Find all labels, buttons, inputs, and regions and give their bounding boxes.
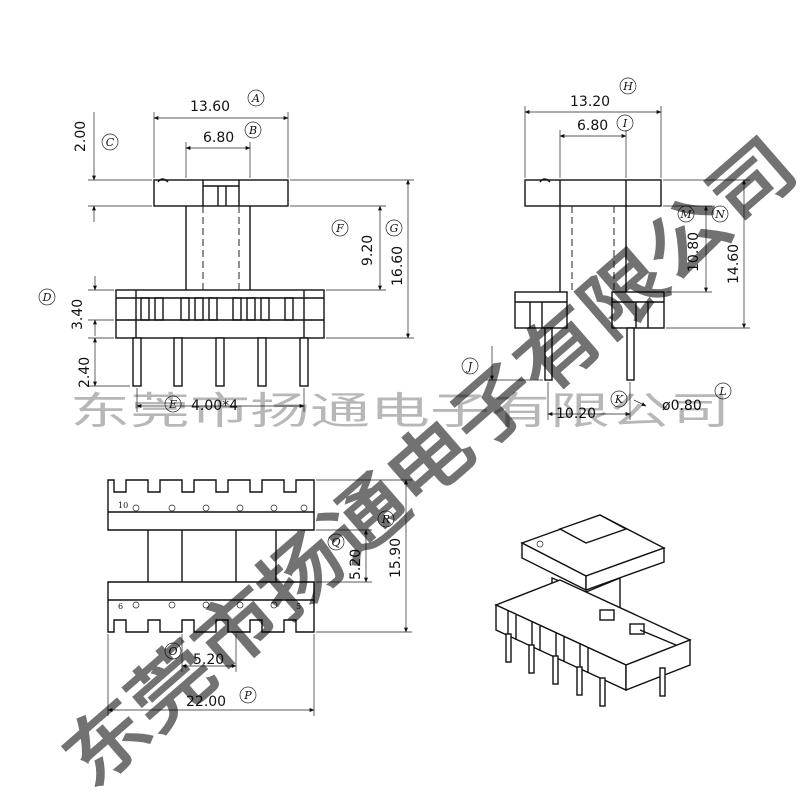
front-dim-total-height: 16.60 <box>390 246 406 286</box>
front-dim-base-height: 3.40 <box>70 299 86 330</box>
front-base-slots <box>140 297 294 321</box>
side-left-pin <box>544 327 553 381</box>
front-dim-pin-length: 2.40 <box>77 357 93 388</box>
front-pins <box>132 337 309 387</box>
marker-b: B <box>248 124 257 137</box>
front-top-flange <box>153 179 289 207</box>
pin-label-bottom-left: 6 <box>118 602 123 611</box>
side-dim-total-height: 14.60 <box>726 244 742 284</box>
front-dim-core-height: 9.20 <box>360 235 376 266</box>
top-comb-plate <box>107 479 315 531</box>
front-dim-pin-pitch: 4.00*4 <box>191 398 238 414</box>
marker-f: F <box>335 222 344 235</box>
marker-r: R <box>381 513 390 526</box>
marker-o: O <box>168 645 177 658</box>
top-dim-slot-width: 5.20 <box>193 652 224 668</box>
marker-g: G <box>390 222 399 235</box>
marker-m: M <box>679 208 692 221</box>
marker-e: E <box>168 398 177 411</box>
marker-q: Q <box>331 536 340 549</box>
marker-p: P <box>243 689 252 702</box>
front-dim-width-outer: 13.60 <box>190 99 230 115</box>
bottom-comb-plate <box>107 581 315 633</box>
side-right-pin <box>626 327 635 381</box>
side-left-foot <box>514 291 568 329</box>
side-dim-width-outer: 13.20 <box>570 94 610 110</box>
watermark-diagonal: 东莞市扬通电子有限公司 <box>47 122 800 800</box>
pin-label-top-left: 10 <box>118 501 128 510</box>
front-view: 13.60 A 6.80 B 2.00 C 9.20 F 16.60 G <box>38 89 414 414</box>
side-dim-pin-diameter: ø0.80 <box>662 398 702 414</box>
marker-k: K <box>614 393 624 406</box>
top-view: 10 6 5 5.20 Q 15.90 R 5.20 <box>107 479 412 716</box>
marker-h: H <box>622 80 633 93</box>
top-dim-inner-height: 5.20 <box>348 549 364 580</box>
iso-front-slots <box>507 611 589 673</box>
top-dim-total-width: 22.00 <box>186 694 226 710</box>
marker-d: D <box>42 291 52 304</box>
marker-a: A <box>251 92 260 105</box>
side-top-flange <box>524 179 662 207</box>
iso-pins <box>505 633 666 707</box>
side-view: 13.20 H 6.80 I 10.80 M 14.60 N J 10.20 <box>461 77 750 422</box>
marker-j: J <box>466 360 473 373</box>
marker-n: N <box>714 208 725 221</box>
watermark-line: 东莞市扬通电子有限公司 <box>70 389 730 433</box>
marker-c: C <box>106 136 115 149</box>
front-dim-width-inner: 6.80 <box>203 130 234 146</box>
side-dim-pin-span: 10.20 <box>556 406 596 422</box>
pin-label-bottom-right: 5 <box>296 602 301 611</box>
marker-l: L <box>718 385 726 398</box>
top-dim-total-height: 15.90 <box>388 538 404 578</box>
side-right-foot <box>611 291 665 329</box>
isometric-view <box>494 514 692 707</box>
front-dim-top-flange: 2.00 <box>73 121 89 152</box>
marker-i: I <box>622 117 628 130</box>
side-dim-mid-height: 10.80 <box>686 232 702 272</box>
side-dim-width-inner: 6.80 <box>577 118 608 134</box>
